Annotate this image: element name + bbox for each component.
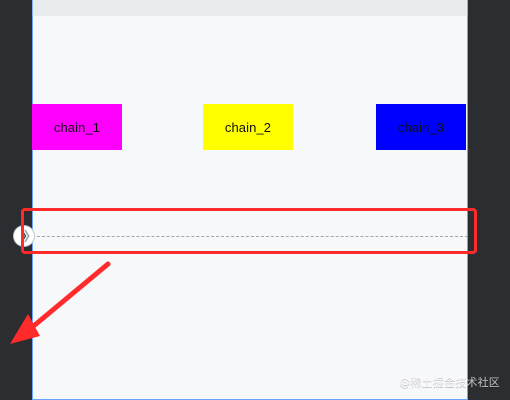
right-guide-rail <box>467 0 468 400</box>
chain-2-view[interactable]: chain_2 <box>203 104 293 150</box>
guideline-handle-icon <box>21 229 30 243</box>
chain-1-label: chain_1 <box>53 119 101 135</box>
guideline-handle[interactable] <box>14 226 34 246</box>
chain-3-label: chain_3 <box>397 119 445 135</box>
horizontal-guideline[interactable] <box>32 236 468 237</box>
device-preview-screen: chain_1 chain_2 chain_3 <box>32 0 468 400</box>
status-strip <box>32 0 468 16</box>
chain-2-label: chain_2 <box>224 119 272 135</box>
chain-1-view[interactable]: chain_1 <box>32 104 122 150</box>
chain-3-view[interactable]: chain_3 <box>376 104 466 150</box>
watermark: @稀土掘金技术社区 <box>399 376 500 389</box>
left-guide-rail <box>32 0 33 400</box>
